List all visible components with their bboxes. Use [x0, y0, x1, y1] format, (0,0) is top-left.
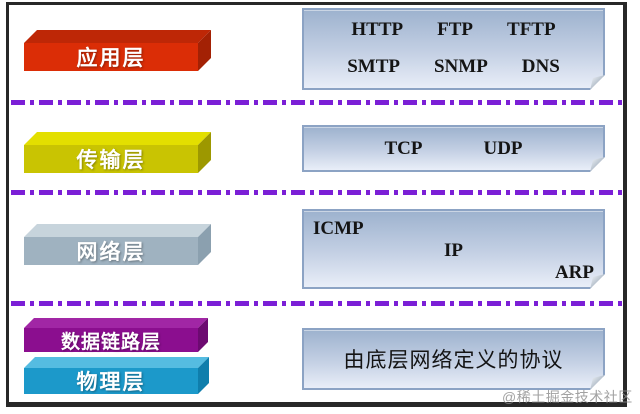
- layer-separator-line: [11, 301, 623, 306]
- protocol-row: HTTP FTP TFTP: [304, 19, 603, 41]
- protocol-arp: ARP: [554, 262, 594, 283]
- protocol-row: TCP UDP: [304, 138, 603, 160]
- bar-front-face: 物理层: [24, 368, 198, 394]
- bar-side-face: [198, 132, 211, 173]
- layer-label-application: 应用层: [76, 47, 146, 70]
- layer-label-data-link: 数据链路层: [60, 331, 161, 353]
- protocol-tftp: TFTP: [507, 19, 556, 40]
- protocol-icmp: ICMP: [313, 218, 364, 239]
- protocol-tcp: TCP: [384, 137, 423, 159]
- bar-side-face: [198, 318, 208, 352]
- bar-top-face: [24, 224, 211, 237]
- bar-front-face: 网络层: [24, 237, 198, 265]
- bar-side-face: [198, 224, 211, 265]
- protocol-box-lower-layers: 由底层网络定义的协议: [302, 328, 605, 390]
- bar-top-face: [24, 132, 211, 145]
- bar-side-face: [198, 357, 209, 394]
- protocol-box-application: HTTP FTP TFTP SMTP SNMP DNS: [302, 8, 605, 90]
- protocol-box-transport: TCP UDP: [302, 125, 605, 172]
- protocol-ip: IP: [444, 240, 463, 261]
- protocol-smtp: SMTP: [347, 56, 400, 77]
- watermark-text: @稀土掘金技术社区: [502, 389, 633, 405]
- protocol-http: HTTP: [351, 19, 404, 40]
- layer-bar-network: 网络层: [24, 224, 211, 265]
- layer-separator-line: [11, 100, 623, 105]
- layer-bar-application: 应用层: [24, 30, 211, 71]
- protocol-dns: DNS: [521, 56, 560, 77]
- protocol-row: ARP: [313, 262, 594, 284]
- protocol-row: ICMP: [313, 218, 594, 240]
- bar-front-face: 应用层: [24, 43, 198, 71]
- protocol-udp: UDP: [483, 137, 523, 159]
- layer-bar-data-link: 数据链路层: [24, 318, 208, 353]
- layer-separator-line: [11, 190, 623, 195]
- layer-bar-physical: 物理层: [24, 357, 209, 394]
- bar-top-face: [24, 30, 211, 43]
- protocol-row: SMTP SNMP DNS: [304, 56, 603, 78]
- protocol-ftp: FTP: [437, 19, 474, 40]
- lower-layers-label: 由底层网络定义的协议: [343, 348, 564, 372]
- protocol-box-network: ICMP IP ARP: [302, 209, 605, 289]
- layer-label-transport: 传输层: [76, 149, 146, 172]
- protocol-row: IP: [313, 240, 594, 262]
- bar-front-face: 传输层: [24, 145, 198, 173]
- layer-label-physical: 物理层: [76, 371, 146, 394]
- bar-top-face: [24, 318, 208, 328]
- bar-top-face: [24, 357, 209, 368]
- layer-bar-transport: 传输层: [24, 132, 211, 173]
- bar-front-face: 数据链路层: [24, 328, 198, 353]
- bar-side-face: [198, 30, 211, 71]
- protocol-snmp: SNMP: [433, 56, 488, 77]
- layer-label-network: 网络层: [76, 241, 146, 264]
